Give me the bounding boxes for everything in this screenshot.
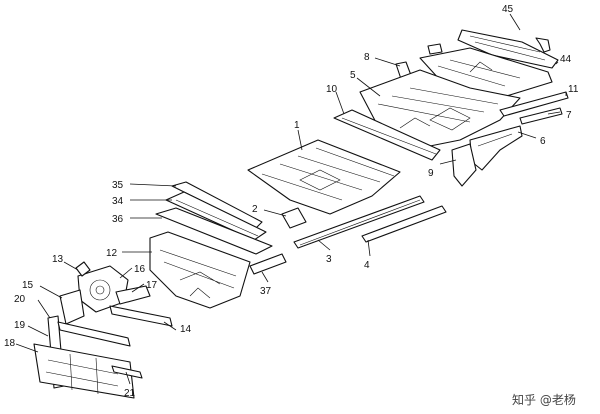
part-labels: 45 44 8 5 10 11 7 6 9 1 35 34 36 2 12 3 … bbox=[4, 4, 579, 399]
part-13-tower-top bbox=[75, 261, 91, 277]
label-37: 37 bbox=[260, 286, 272, 297]
leader-lines bbox=[15, 13, 567, 385]
label-18: 18 bbox=[4, 338, 16, 349]
label-11: 11 bbox=[568, 84, 579, 95]
label-2: 2 bbox=[252, 204, 258, 215]
part-12-dash-panel bbox=[149, 231, 251, 309]
part-36-cowl-lower bbox=[155, 207, 273, 255]
part-17-apron-rail bbox=[115, 285, 151, 305]
label-12: 12 bbox=[106, 248, 118, 259]
part-10-side-rail bbox=[333, 109, 441, 161]
label-13: 13 bbox=[52, 254, 64, 265]
label-3: 3 bbox=[326, 254, 332, 265]
label-17: 17 bbox=[146, 280, 158, 291]
part-37-bracket bbox=[249, 253, 287, 275]
label-15: 15 bbox=[22, 280, 34, 291]
part-3-rocker bbox=[293, 195, 425, 249]
part-45-rear-upper-panel bbox=[457, 29, 559, 69]
part-9-side-member bbox=[451, 143, 477, 187]
watermark-text: 知乎 @老杨 bbox=[512, 392, 576, 407]
part-11-rear-rail bbox=[499, 91, 569, 117]
part-2-bracket bbox=[281, 207, 307, 229]
part-18-radiator-support bbox=[33, 343, 135, 399]
part-21-lower-bracket bbox=[111, 365, 143, 379]
part-14-front-rail bbox=[109, 305, 173, 327]
label-7: 7 bbox=[566, 110, 572, 121]
label-19: 19 bbox=[14, 320, 26, 331]
part-44-rear-floor bbox=[419, 43, 553, 99]
label-16: 16 bbox=[134, 264, 146, 275]
label-35: 35 bbox=[112, 180, 124, 191]
label-5: 5 bbox=[350, 70, 356, 81]
label-21: 21 bbox=[124, 388, 136, 399]
label-34: 34 bbox=[112, 196, 124, 207]
label-10: 10 bbox=[326, 84, 338, 95]
label-9: 9 bbox=[428, 168, 434, 179]
part-7-rear-rail bbox=[519, 107, 563, 125]
label-8: 8 bbox=[364, 52, 370, 63]
part-4-rocker bbox=[361, 205, 447, 243]
part-6-rear-sill bbox=[469, 125, 523, 171]
label-4: 4 bbox=[364, 260, 370, 271]
part-1-front-floor bbox=[247, 139, 401, 215]
label-20: 20 bbox=[14, 294, 26, 305]
label-36: 36 bbox=[112, 214, 124, 225]
part-15-apron bbox=[59, 289, 85, 325]
label-14: 14 bbox=[180, 324, 192, 335]
label-45: 45 bbox=[502, 4, 514, 15]
label-6: 6 bbox=[540, 136, 546, 147]
label-44: 44 bbox=[560, 54, 572, 65]
label-1: 1 bbox=[294, 120, 300, 131]
part-34-cowl-panel bbox=[165, 191, 267, 241]
